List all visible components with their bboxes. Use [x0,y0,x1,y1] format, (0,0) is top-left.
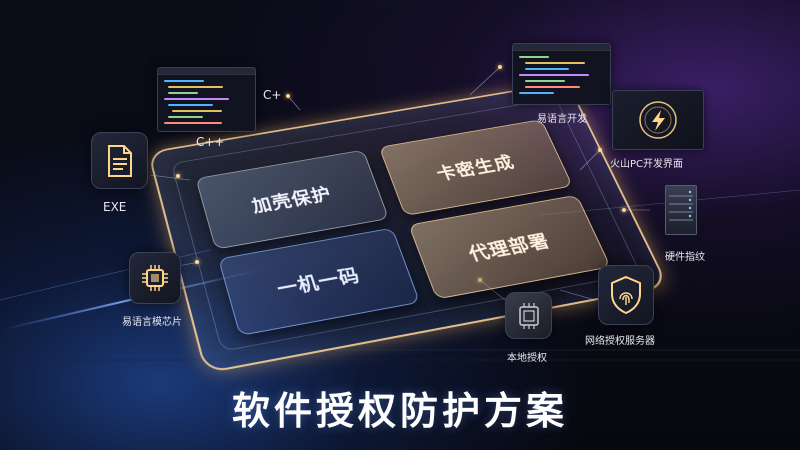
cpp-label: C++ [196,135,225,149]
code-line [164,122,222,124]
hardware-label: 硬件指纹 [665,252,705,263]
code-line [168,104,213,106]
chip-icon [142,265,168,291]
server-icon-box[interactable] [665,185,697,235]
code-line [172,110,222,112]
lightning-icon [639,101,677,139]
code-line [525,68,569,70]
processor-icon [518,302,539,329]
local-auth-label: 本地授权 [507,353,547,364]
code-line [168,116,203,118]
code-line [519,74,589,76]
code-line [168,86,223,88]
yi-dev-label: 易语言开发 [537,114,587,125]
shield-icon-box[interactable] [598,265,654,325]
connector-dot [286,94,290,98]
card-encrypt-label: 加壳保护 [249,183,335,217]
cpp-short-label: C+ [263,88,282,102]
connector-dot [622,208,626,212]
chip-icon-box[interactable] [129,252,181,304]
window-title-bar [513,44,610,51]
card-key-label: 卡密生成 [433,152,518,184]
card-agent-label: 代理部署 [465,230,553,265]
code-line [168,92,198,94]
exe-icon-box[interactable] [91,132,148,189]
connector-dot [598,148,602,152]
connector-dot [195,260,199,264]
network-auth-label: 网络授权服务器 [585,336,655,347]
code-line [525,80,565,82]
yi-chip-label: 易语言模芯片 [122,317,182,328]
huoshan-label: 火山PC开发界面 [610,159,684,170]
exe-label: EXE [103,200,127,214]
code-line [525,62,585,64]
server-icon [669,190,693,221]
document-icon [107,144,132,177]
huoshan-window[interactable] [612,90,704,150]
code-line [519,56,549,58]
local-chip-box[interactable] [505,292,552,339]
cpp-code-window [157,67,256,132]
card-one-code-label: 一机一码 [274,264,363,300]
code-line [164,80,204,82]
code-line [519,92,554,94]
connector-dot [176,174,180,178]
page-title: 软件授权防护方案 [231,389,568,433]
shield-fingerprint-icon [611,275,641,315]
code-line [164,98,229,100]
code-line [525,86,580,88]
connector-dot [498,65,502,69]
yi-code-window [512,43,611,105]
window-title-bar [158,68,255,75]
